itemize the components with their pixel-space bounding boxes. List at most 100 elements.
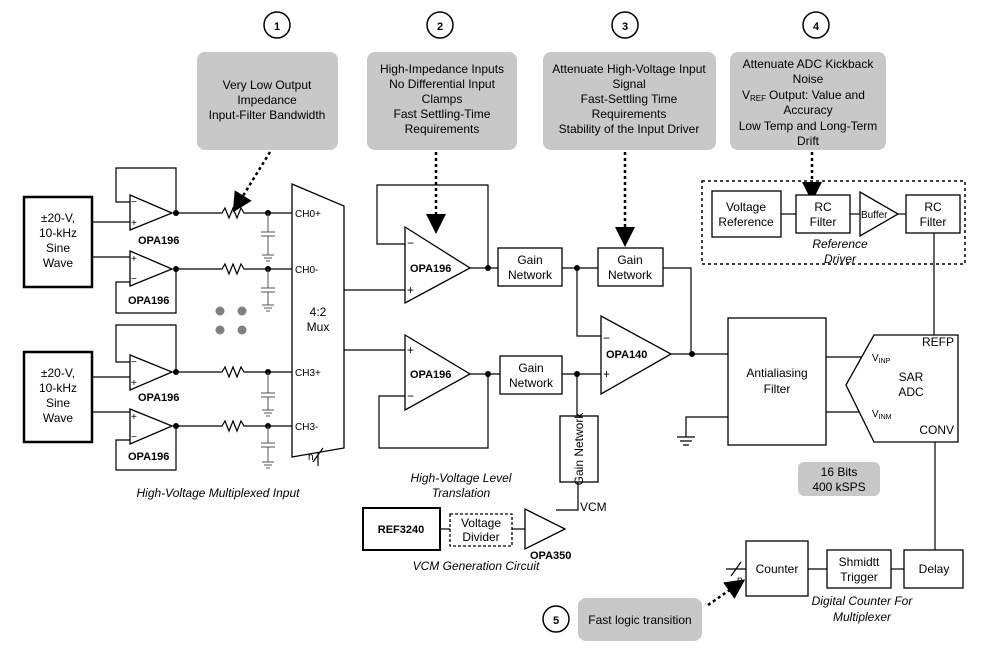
note-2-line-5: Requirements	[405, 122, 480, 136]
note-2-line-4: Fast Settling-Time	[394, 107, 491, 121]
marker-3: 3	[611, 11, 639, 39]
note-2-line-3: Clamps	[422, 92, 463, 106]
source-top-line-2: 10-kHz	[39, 226, 77, 240]
note-1-line-2: Impedance	[237, 93, 297, 107]
diff-amp-plus: +	[603, 367, 610, 381]
note-5: Fast logic transition	[578, 598, 702, 641]
gain-network-bottom: Gain Network	[499, 355, 563, 395]
voltage-divider-block: Voltage Divider	[449, 513, 513, 547]
note-1-arrow	[232, 151, 272, 213]
gain-network-top-2: Gain Network	[597, 247, 664, 287]
buffer-amp-3-minus: −	[131, 357, 137, 368]
buffer-amp-4-label: OPA196	[128, 451, 169, 463]
note-5-text: Fast logic transition	[588, 613, 691, 627]
buffer-amp-3: − + OPA196	[115, 324, 179, 404]
rc-filter-2-line-1: RC	[924, 200, 942, 214]
more-channels-dots	[215, 306, 247, 335]
source-top-line-1: ±20-V,	[41, 211, 75, 225]
hv-level-label-2: Translation	[432, 486, 491, 500]
source-bottom: ±20-V, 10-kHz Sine Wave	[22, 350, 94, 444]
gain-network-top-1: Gain Network	[497, 247, 563, 287]
note-1-line-1: Very Low Output	[223, 78, 312, 92]
voltage-reference-block: Voltage Reference	[711, 190, 782, 238]
diff-amp-opa140: − + OPA140	[562, 265, 728, 416]
counter-label: Counter	[756, 562, 799, 576]
rc-filter-1-line-2: Filter	[810, 215, 837, 229]
reference-buffer: Buffer	[859, 190, 900, 238]
level-amp-bottom-label: OPA196	[410, 369, 451, 381]
note-4-line-1: Attenuate ADC Kickback	[743, 57, 875, 71]
marker-5: 5	[542, 605, 570, 633]
marker-2-label: 2	[437, 21, 443, 33]
counter-out-wire	[726, 561, 746, 577]
note-3-line-3: Fast-Settling Time	[581, 92, 678, 106]
adc-spec-line-1: 16 Bits	[821, 465, 858, 479]
note-3: Attenuate High-Voltage Input Signal Fast…	[543, 52, 716, 150]
source-wiring	[92, 221, 130, 413]
input-rc-filters	[173, 206, 295, 469]
note-4-vref-sub: REF	[750, 94, 766, 103]
marker-5-label: 5	[553, 615, 559, 627]
voltage-divider-line-2: Divider	[462, 530, 499, 544]
marker-1: 1	[263, 11, 291, 39]
source-top: ±20-V, 10-kHz Sine Wave	[22, 195, 94, 289]
marker-3-label: 3	[622, 21, 628, 33]
voltage-reference-line-2: Reference	[718, 215, 774, 229]
diff-amp-label: OPA140	[606, 349, 647, 361]
gain-network-top-1-line-1: Gain	[517, 253, 542, 267]
marker-1-label: 1	[274, 21, 280, 33]
source-bottom-line-1: ±20-V,	[41, 366, 75, 380]
adc-vinm-sub: INM	[879, 414, 892, 421]
source-bottom-line-4: Wave	[43, 411, 74, 425]
gain-network-top-2-line-2: Network	[608, 268, 653, 282]
level-amp-top-plus: +	[407, 283, 414, 297]
adc-refp-label: REFP	[922, 335, 954, 349]
antialiasing-filter: Antialiasing Filter	[677, 317, 866, 446]
marker-4-label: 4	[813, 21, 820, 33]
delay-label: Delay	[919, 562, 950, 576]
source-top-line-4: Wave	[43, 256, 74, 270]
buffer-amp-3-plus: +	[131, 378, 137, 389]
gain-network-vertical: Gain Network	[559, 412, 599, 485]
note-3-line-4: Requirements	[592, 107, 667, 121]
diff-amp-minus: −	[603, 331, 610, 345]
mux-label-ratio: 4:2	[310, 305, 327, 319]
note-2-line-1: High-Impedance Inputs	[380, 62, 504, 76]
adc-vinp-label: VINP	[872, 353, 891, 365]
buffer-amp-4: + − OPA196	[115, 408, 177, 471]
mux-n-label: n	[308, 452, 314, 463]
adc-conv-label: CONV	[919, 423, 954, 437]
source-top-line-3: Sine	[46, 241, 70, 255]
note-1-line-3: Input-Filter Bandwidth	[209, 108, 326, 122]
note-2-line-2: No Differential Input	[389, 77, 496, 91]
adc-sar-label: SAR	[899, 370, 924, 384]
gain-network-top-2-line-1: Gain	[617, 253, 642, 267]
mux-label-name: Mux	[307, 320, 330, 334]
note-3-line-1: Attenuate High-Voltage Input	[552, 62, 706, 76]
counter-block: Counter	[745, 540, 809, 597]
note-4-line-2: Noise	[793, 72, 824, 86]
marker-4: 4	[802, 11, 830, 39]
adc-vinp-v: V	[872, 353, 879, 364]
buffer-amp-2-plus: +	[131, 254, 137, 265]
level-amp-top: − + OPA196	[376, 184, 498, 305]
digital-counter-label-2: Multiplexer	[833, 610, 892, 624]
note-5-arrow	[707, 579, 746, 607]
level-amp-bottom-plus: +	[407, 343, 414, 357]
schmitt-line-1: Shmidtt	[839, 555, 880, 569]
voltage-divider-line-1: Voltage	[461, 516, 501, 530]
vcm-label: VCM	[580, 500, 607, 514]
rc-filter-1-line-1: RC	[814, 200, 832, 214]
mux-ch0m-label: CH0-	[295, 265, 318, 276]
rc-filter-2: RC Filter	[905, 194, 961, 234]
digital-counter-label-1: Digital Counter For	[812, 594, 914, 608]
buffer-amp-4-minus: −	[131, 432, 137, 443]
buffer-amp-1-minus: −	[131, 197, 137, 208]
note-4-line-6: Drift	[797, 134, 820, 148]
adc-vinm-label: VINM	[872, 409, 892, 421]
hv-multiplexed-label: High-Voltage Multiplexed Input	[137, 486, 301, 500]
sar-adc: REFP SAR ADC VINP VINM CONV	[845, 334, 959, 443]
vcm-circuit-label: VCM Generation Circuit	[413, 559, 540, 573]
